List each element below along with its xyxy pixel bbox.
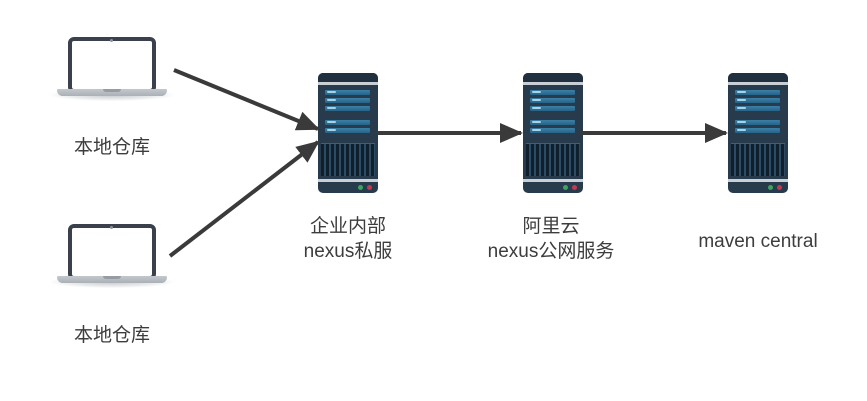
server-drive-bar bbox=[325, 98, 370, 103]
red-led bbox=[777, 185, 782, 190]
laptop2-icon bbox=[50, 224, 174, 290]
server-drive-slots bbox=[735, 90, 780, 136]
server-bottom-divider bbox=[728, 179, 788, 182]
server-drive-bar bbox=[325, 90, 370, 95]
laptop-screen bbox=[68, 224, 156, 280]
server-leds bbox=[563, 185, 577, 190]
server3-icon bbox=[728, 73, 788, 193]
server-top-cap bbox=[728, 73, 788, 82]
server-vents bbox=[321, 143, 375, 176]
server2-label-line2: nexus公网服务 bbox=[487, 241, 615, 262]
server-drive-bar bbox=[530, 90, 575, 95]
server-vents bbox=[731, 143, 785, 176]
laptop1-icon bbox=[50, 37, 174, 103]
server3-label-line1: maven central bbox=[698, 231, 818, 252]
laptop-notch bbox=[103, 276, 121, 279]
server-bottom-divider bbox=[523, 179, 583, 182]
server-drive-bar bbox=[530, 128, 575, 133]
server1-label-line2: nexus私服 bbox=[303, 241, 393, 262]
server1-label-line1: 企业内部 bbox=[309, 216, 386, 237]
server-drive-bar bbox=[735, 106, 780, 111]
server-drive-bar bbox=[735, 120, 780, 125]
server2-label: 阿里云 nexus公网服务 bbox=[456, 214, 646, 264]
server-leds bbox=[358, 185, 372, 190]
laptop-screen bbox=[68, 37, 156, 93]
laptop-base bbox=[57, 276, 167, 283]
laptop-notch bbox=[103, 89, 121, 92]
server-drive-slots bbox=[325, 90, 370, 136]
laptop1-label: 本地仓库 bbox=[73, 137, 150, 158]
server3-label: maven central bbox=[672, 229, 844, 254]
green-led bbox=[563, 185, 568, 190]
server-drive-bar bbox=[325, 120, 370, 125]
server2-icon bbox=[523, 73, 583, 193]
server-top-divider bbox=[728, 82, 788, 85]
server-drive-bar bbox=[530, 120, 575, 125]
laptop-camera-dot bbox=[110, 225, 113, 229]
server-vents bbox=[526, 143, 580, 176]
server-top-divider bbox=[523, 82, 583, 85]
server-drive-bar bbox=[325, 128, 370, 133]
green-led bbox=[768, 185, 773, 190]
server-top-cap bbox=[318, 73, 378, 82]
green-led bbox=[358, 185, 363, 190]
red-led bbox=[367, 185, 372, 190]
server-drive-slots bbox=[530, 90, 575, 136]
arrow-laptop1-to-server1 bbox=[173, 68, 320, 131]
server-drive-bar bbox=[325, 106, 370, 111]
server-top-divider bbox=[318, 82, 378, 85]
laptop2-label: 本地仓库 bbox=[73, 325, 150, 346]
red-led bbox=[572, 185, 577, 190]
laptop-base bbox=[57, 89, 167, 96]
server-drive-bar bbox=[735, 98, 780, 103]
server-drive-bar bbox=[735, 128, 780, 133]
server-drive-bar bbox=[530, 98, 575, 103]
server-bottom-divider bbox=[318, 179, 378, 182]
laptop-camera-dot bbox=[110, 38, 113, 42]
server1-icon bbox=[318, 73, 378, 193]
server-drive-bar bbox=[530, 106, 575, 111]
server2-label-line1: 阿里云 bbox=[522, 216, 580, 237]
server1-label: 企业内部 nexus私服 bbox=[272, 214, 424, 264]
server-leds bbox=[768, 185, 782, 190]
server-drive-bar bbox=[735, 90, 780, 95]
server-top-cap bbox=[523, 73, 583, 82]
